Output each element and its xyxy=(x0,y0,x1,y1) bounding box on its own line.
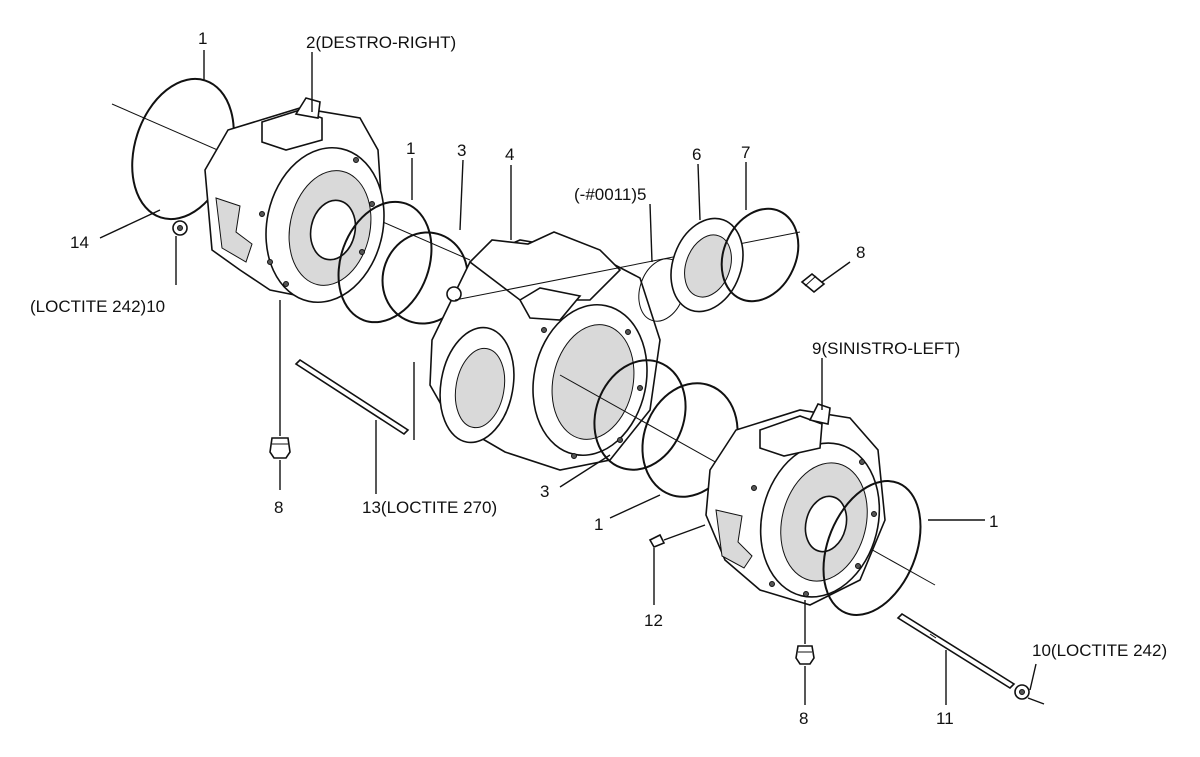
label-4: 4 xyxy=(505,145,514,164)
label-7: 7 xyxy=(741,143,750,162)
label-10-right: 10(LOCTITE 242) xyxy=(1032,641,1167,660)
label-5: (-#0011)5 xyxy=(574,185,646,204)
nut-10-right xyxy=(1014,684,1030,700)
screw-12 xyxy=(648,533,666,549)
label-3-bottom: 3 xyxy=(540,482,549,501)
label-8-bottom: 8 xyxy=(799,709,808,728)
label-1-right: 1 xyxy=(989,512,998,531)
plug-8-bottom xyxy=(795,645,815,665)
label-6: 6 xyxy=(692,145,701,164)
disc-6 xyxy=(670,217,744,313)
housing-2-destro-right xyxy=(204,97,385,304)
ring-3-bottom xyxy=(593,359,687,471)
label-14: 14 xyxy=(70,233,89,252)
label-10-left: (LOCTITE 242)10 xyxy=(30,297,165,316)
label-1-top: 1 xyxy=(198,29,207,48)
label-1-mid: 1 xyxy=(406,139,415,158)
housing-9-sinistro-left xyxy=(705,403,886,606)
plug-8-left xyxy=(269,437,291,459)
stud-13 xyxy=(294,358,410,436)
o-ring-1-mid xyxy=(337,200,433,324)
stud-11 xyxy=(896,612,1016,690)
label-11: 11 xyxy=(936,709,954,728)
o-ring-1-right xyxy=(822,480,922,616)
plug-8-right xyxy=(800,272,826,294)
label-3-top: 3 xyxy=(457,141,466,160)
center-housing-4 xyxy=(429,231,661,471)
label-2-destro-right: 2(DESTRO-RIGHT) xyxy=(306,33,456,52)
leader-lines xyxy=(99,50,1045,705)
label-8-left: 8 xyxy=(274,498,283,517)
label-8-right: 8 xyxy=(856,243,865,262)
label-9-sinistro-left: 9(SINISTRO-LEFT) xyxy=(812,339,960,358)
label-12: 12 xyxy=(644,611,663,630)
label-1-bottom: 1 xyxy=(594,515,603,534)
ring-7 xyxy=(720,207,800,303)
nut-10-left xyxy=(172,220,188,236)
label-13: 13(LOCTITE 270) xyxy=(362,498,497,517)
